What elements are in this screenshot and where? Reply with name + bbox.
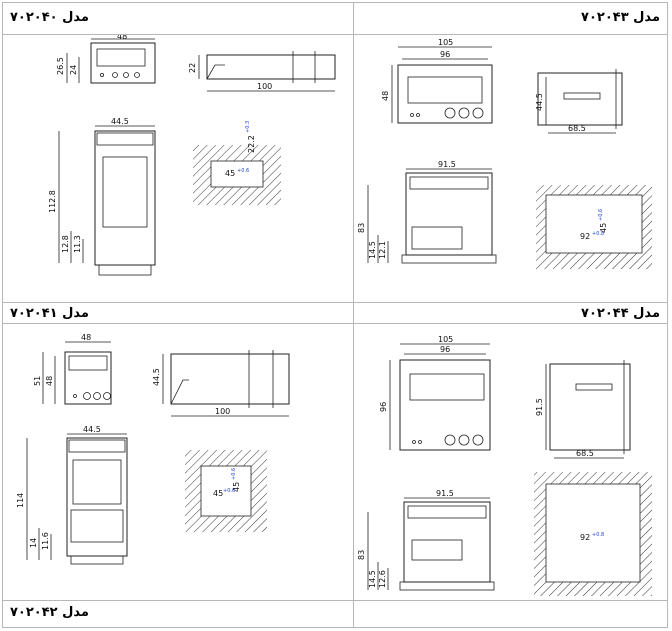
- front-view-702040: 48 26.5 24: [56, 35, 156, 84]
- dim-side-height: 91.5: [535, 398, 544, 416]
- dim-body-height: 114: [16, 493, 25, 508]
- title-model-702044: مدل ۷۰۲۰۴۴: [581, 306, 660, 321]
- dim-cutout-width: 45: [213, 489, 223, 498]
- title-model-702040: مدل ۷۰۲۰۴۰: [10, 10, 89, 25]
- dim-front-height: 96: [379, 402, 388, 412]
- dim-front-width: 48: [117, 35, 127, 41]
- front-view-702044: 105 96 96: [379, 335, 491, 451]
- dim-side-height: 44.5: [535, 93, 544, 111]
- title-model-702041: مدل ۷۰۲۰۴۱: [10, 306, 89, 321]
- dim-front-width: 48: [81, 333, 91, 342]
- front-view-702041: 48 51 48: [33, 333, 112, 405]
- dim-cutout-height-tolerance: +0.3: [245, 121, 251, 133]
- row-divider: [2, 302, 668, 303]
- dim-cutout-width-tolerance: +0.8: [592, 231, 604, 237]
- dim-front-height-outer: 26.5: [56, 57, 65, 75]
- dim-cutout-width: 92: [580, 232, 590, 241]
- drawing-702040: 48 26.5 24 100 22 44.5: [3, 35, 353, 302]
- panel-cutout-702041: 45 +0.6 45 +0.6: [185, 450, 267, 532]
- title-model-702042: مدل ۷۰۲۰۴۲: [10, 605, 89, 620]
- row-divider: [2, 600, 668, 601]
- drawing-702044: 105 96 96 68.5 91.5 91.5: [354, 324, 668, 600]
- dim-front-width-inner: 96: [440, 345, 450, 354]
- dim-body-height: 112.8: [48, 190, 57, 213]
- dim-side-height: 22: [188, 63, 197, 73]
- dim-cutout-height: 22.2: [247, 135, 256, 153]
- dim-body-width: 44.5: [111, 117, 129, 126]
- dim-body-bottom-2: 12.6: [378, 570, 387, 588]
- dim-cutout-width: 45: [225, 169, 235, 178]
- row-divider: [2, 323, 668, 324]
- side-view-702041: 100 44.5: [152, 350, 290, 417]
- body-view-702043: 91.5 83 14.5 12.1: [357, 160, 497, 264]
- dim-front-height: 48: [381, 91, 390, 101]
- row-divider: [2, 34, 668, 35]
- dim-cutout-height: 45: [232, 482, 241, 492]
- side-view-702044: 68.5 91.5: [535, 360, 631, 459]
- title-model-702043: مدل ۷۰۲۰۴۳: [581, 10, 660, 25]
- dim-side-length: 100: [257, 82, 272, 91]
- dim-body-width: 91.5: [438, 160, 456, 169]
- dim-cutout-height-tolerance: +0.6: [598, 209, 604, 221]
- dim-front-height-inner: 48: [45, 376, 54, 386]
- panel-cutout-702040: 45 +0.6 22.2 +0.3: [193, 121, 281, 205]
- dim-body-bottom-2: 12.1: [378, 241, 387, 259]
- dim-cutout-width-tolerance: +0.6: [237, 168, 249, 174]
- dim-body-bottom-1: 14: [29, 538, 38, 548]
- dim-front-width-outer: 105: [438, 38, 453, 47]
- dim-cutout-width-tolerance: +0.8: [592, 532, 604, 538]
- front-view-702043: 105 96 48: [381, 38, 493, 124]
- body-view-702041: 44.5 114 14 11.6: [16, 425, 128, 565]
- side-view-702040: 100 22: [188, 51, 336, 92]
- body-view-702044: 91.5 83 14.5 12.6: [357, 489, 495, 591]
- dim-side-height: 44.5: [152, 368, 161, 386]
- dim-cutout-width: 92: [580, 533, 590, 542]
- dim-body-bottom-1: 14.5: [368, 570, 377, 588]
- dim-body-bottom-1: 12.8: [61, 235, 70, 253]
- column-divider: [353, 2, 354, 628]
- panel-cutout-702044: 92 +0.8: [534, 472, 652, 596]
- drawing-702041: 48 51 48 100 44.5 44.5: [3, 324, 353, 600]
- dim-body-height: 83: [357, 550, 366, 560]
- dim-cutout-height-tolerance: +0.6: [231, 468, 237, 480]
- dim-side-length: 100: [215, 407, 230, 416]
- dim-body-height: 83: [357, 223, 366, 233]
- dim-body-width: 91.5: [436, 489, 454, 498]
- dim-side-length: 68.5: [576, 449, 594, 458]
- dim-front-width-inner: 96: [440, 50, 450, 59]
- dim-body-width: 44.5: [83, 425, 101, 434]
- dim-cutout-height: 45: [599, 223, 608, 233]
- dim-cutout-width-tolerance: +0.6: [223, 488, 235, 494]
- body-view-702040: 44.5 112.8 12.8 11.3: [48, 117, 156, 276]
- dim-front-height-outer: 51: [33, 376, 42, 386]
- side-view-702043: 68.5 44.5: [535, 69, 623, 134]
- dim-body-bottom-2: 11.3: [73, 235, 82, 253]
- panel-cutout-702043: 92 +0.8 45 +0.6: [536, 185, 652, 269]
- dim-front-width-outer: 105: [438, 335, 453, 344]
- drawing-702043: 105 96 48 68.5 44.5 91.5: [354, 35, 668, 302]
- dim-body-bottom-1: 14.5: [368, 241, 377, 259]
- dim-body-bottom-2: 11.6: [41, 532, 50, 550]
- dim-side-length: 68.5: [568, 124, 586, 133]
- dim-front-height-inner: 24: [69, 65, 78, 75]
